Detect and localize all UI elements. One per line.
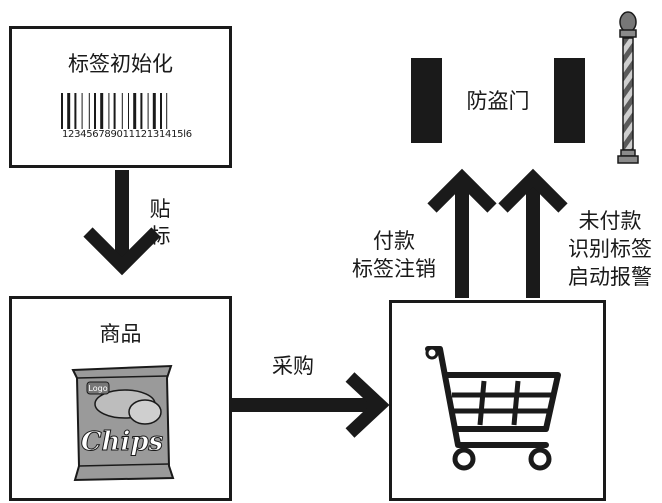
tag-init-box: 标签初始化 12345678901112131415l6 [9, 26, 232, 168]
alarm-pole-icon [617, 11, 639, 164]
paid-line1: 付款 [373, 229, 415, 253]
unpaid-line1: 未付款 [578, 209, 642, 233]
cart-box [389, 300, 606, 501]
chips-brand-text: Chips [81, 427, 164, 457]
paid-up-arrow [427, 168, 497, 298]
barcode-icon [61, 93, 168, 129]
gate-post-left [411, 58, 442, 143]
unpaid-line2: 识别标签 [568, 237, 652, 261]
chips-bag-icon: Logo Chips [71, 364, 175, 482]
gate-title: 防盗门 [466, 89, 530, 113]
barcode-digits: 12345678901112131415l6 [62, 129, 192, 140]
label-down-arrow [83, 170, 161, 276]
labeling-step-label: 贴标 [149, 197, 171, 248]
unpaid-line3: 启动报警 [568, 265, 652, 289]
gate-post-right [554, 58, 585, 143]
tag-init-title: 标签初始化 [68, 52, 173, 76]
goods-title: 商品 [99, 322, 142, 346]
goods-box: 商品 Logo Chips [9, 296, 232, 501]
purchase-arrow [230, 372, 390, 438]
paid-line2: 标签注销 [352, 257, 436, 281]
shopping-cart-icon [425, 346, 561, 471]
purchase-label: 采购 [272, 354, 314, 378]
chips-logo-text: Logo [88, 384, 107, 393]
unpaid-up-arrow [498, 168, 568, 298]
